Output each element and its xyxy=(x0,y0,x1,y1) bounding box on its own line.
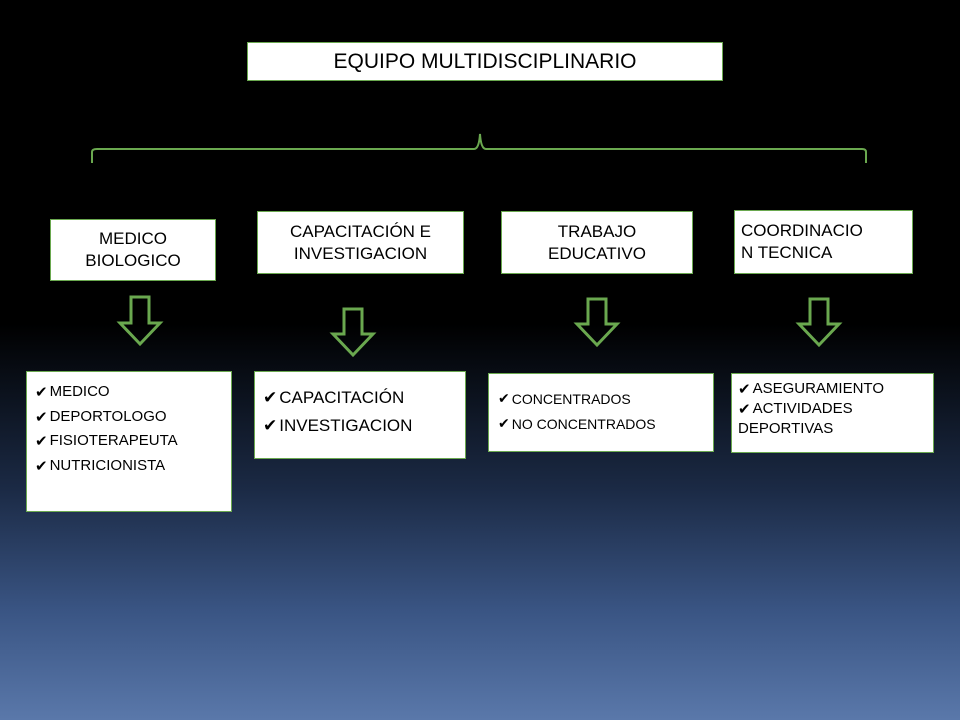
list-item-text: ASEGURAMIENTO xyxy=(752,380,884,397)
diagram-title: EQUIPO MULTIDISCIPLINARIO xyxy=(247,42,723,81)
category-trabajo-educativo: TRABAJO EDUCATIVO xyxy=(501,211,693,274)
diagram-title-text: EQUIPO MULTIDISCIPLINARIO xyxy=(333,49,637,73)
check-icon: ✔ xyxy=(35,407,48,426)
check-icon: ✔ xyxy=(738,400,751,418)
category-coordinacion-tecnica: COORDINACIO N TECNICA xyxy=(734,210,913,274)
group-brace xyxy=(91,133,867,163)
category-label: COORDINACIO xyxy=(741,221,863,240)
category-capacitacion-investigacion: CAPACITACIÓN E INVESTIGACION xyxy=(257,211,464,274)
list-medico-biologico: ✔MEDICO ✔DEPORTOLOGO ✔FISIOTERAPEUTA ✔NU… xyxy=(26,371,232,512)
category-label: CAPACITACIÓN E xyxy=(289,221,432,241)
list-item: ✔MEDICO xyxy=(35,380,231,405)
list-item: ✔CONCENTRADOS xyxy=(498,387,713,412)
check-icon: ✔ xyxy=(35,432,48,450)
check-icon: ✔ xyxy=(498,416,510,432)
list-item-text: CONCENTRADOS xyxy=(511,391,631,407)
category-label: MEDICO xyxy=(98,229,167,248)
check-icon: ✔ xyxy=(498,391,510,407)
check-icon: ✔ xyxy=(263,388,278,408)
down-arrow-icon xyxy=(795,297,843,348)
list-item-text: MEDICO xyxy=(49,383,110,400)
down-arrow-icon xyxy=(573,297,621,348)
list-item: ✔INVESTIGACION xyxy=(263,412,465,440)
list-item: ✔NO CONCENTRADOS xyxy=(498,412,713,437)
category-label: BIOLOGICO xyxy=(85,251,181,270)
list-item: ✔DEPORTOLOGO xyxy=(35,405,231,430)
list-item: ✔CAPACITACIÓN xyxy=(263,384,465,412)
down-arrow-icon xyxy=(116,295,164,347)
list-item-text: NO CONCENTRADOS xyxy=(511,416,656,432)
list-item-text: CAPACITACIÓN xyxy=(279,388,405,407)
category-label: TRABAJO xyxy=(557,221,637,241)
list-item-text: ACTIVIDADES xyxy=(752,400,853,417)
list-item: ✔NUTRICIONISTA xyxy=(35,454,231,479)
list-item-text: INVESTIGACION xyxy=(279,416,413,435)
list-item: ✔FISIOTERAPEUTA xyxy=(35,429,231,454)
list-capacitacion-investigacion: ✔CAPACITACIÓN ✔INVESTIGACION xyxy=(254,371,466,459)
list-item-text: DEPORTOLOGO xyxy=(49,407,167,425)
list-item-text: FISIOTERAPEUTA xyxy=(49,432,178,449)
list-item: ✔ASEGURAMIENTO xyxy=(738,379,933,399)
category-label: N TECNICA xyxy=(741,243,833,262)
list-trabajo-educativo: ✔CONCENTRADOS ✔NO CONCENTRADOS xyxy=(488,373,714,452)
category-label: INVESTIGACION xyxy=(293,243,428,263)
list-item-continuation: DEPORTIVAS xyxy=(738,419,933,439)
check-icon: ✔ xyxy=(35,456,48,475)
check-icon: ✔ xyxy=(35,383,48,401)
list-item-text: DEPORTIVAS xyxy=(738,420,834,437)
category-medico-biologico: MEDICO BIOLOGICO xyxy=(50,219,216,281)
check-icon: ✔ xyxy=(738,380,751,398)
list-item: ✔ACTIVIDADES xyxy=(738,399,933,419)
list-item-text: NUTRICIONISTA xyxy=(49,456,166,474)
down-arrow-icon xyxy=(329,307,377,358)
check-icon: ✔ xyxy=(263,416,278,436)
category-label: EDUCATIVO xyxy=(548,243,646,263)
list-coordinacion-tecnica: ✔ASEGURAMIENTO ✔ACTIVIDADES DEPORTIVAS xyxy=(731,373,934,453)
